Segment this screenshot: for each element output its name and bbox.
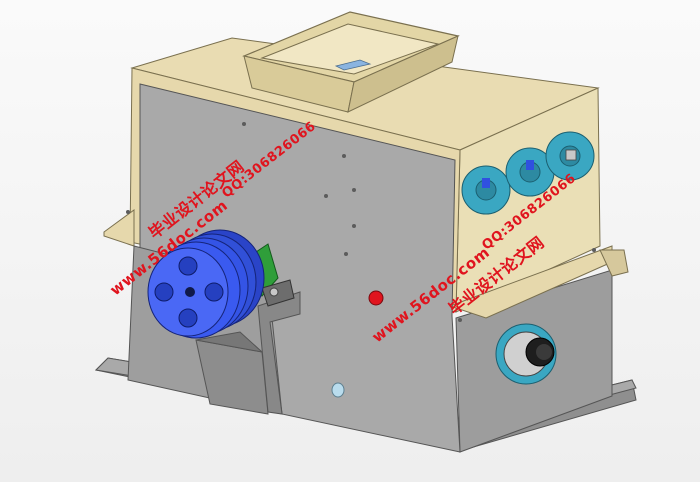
chute-face: [195, 331, 264, 353]
panel-bolts: [126, 122, 596, 322]
emergency-stop-button: [368, 290, 384, 306]
sight-glass: [331, 382, 345, 398]
hopper-inner: [260, 23, 440, 75]
bearing-housings: [461, 131, 595, 215]
lower-bearing: [495, 323, 557, 385]
hopper-side: [347, 35, 459, 113]
hopper-opening: [334, 59, 372, 71]
mount-bolt: [269, 287, 279, 297]
belt-pulley: [147, 229, 265, 339]
right-flange-lower: [599, 249, 629, 277]
motor-support: [257, 291, 301, 415]
left-flange: [103, 209, 135, 247]
